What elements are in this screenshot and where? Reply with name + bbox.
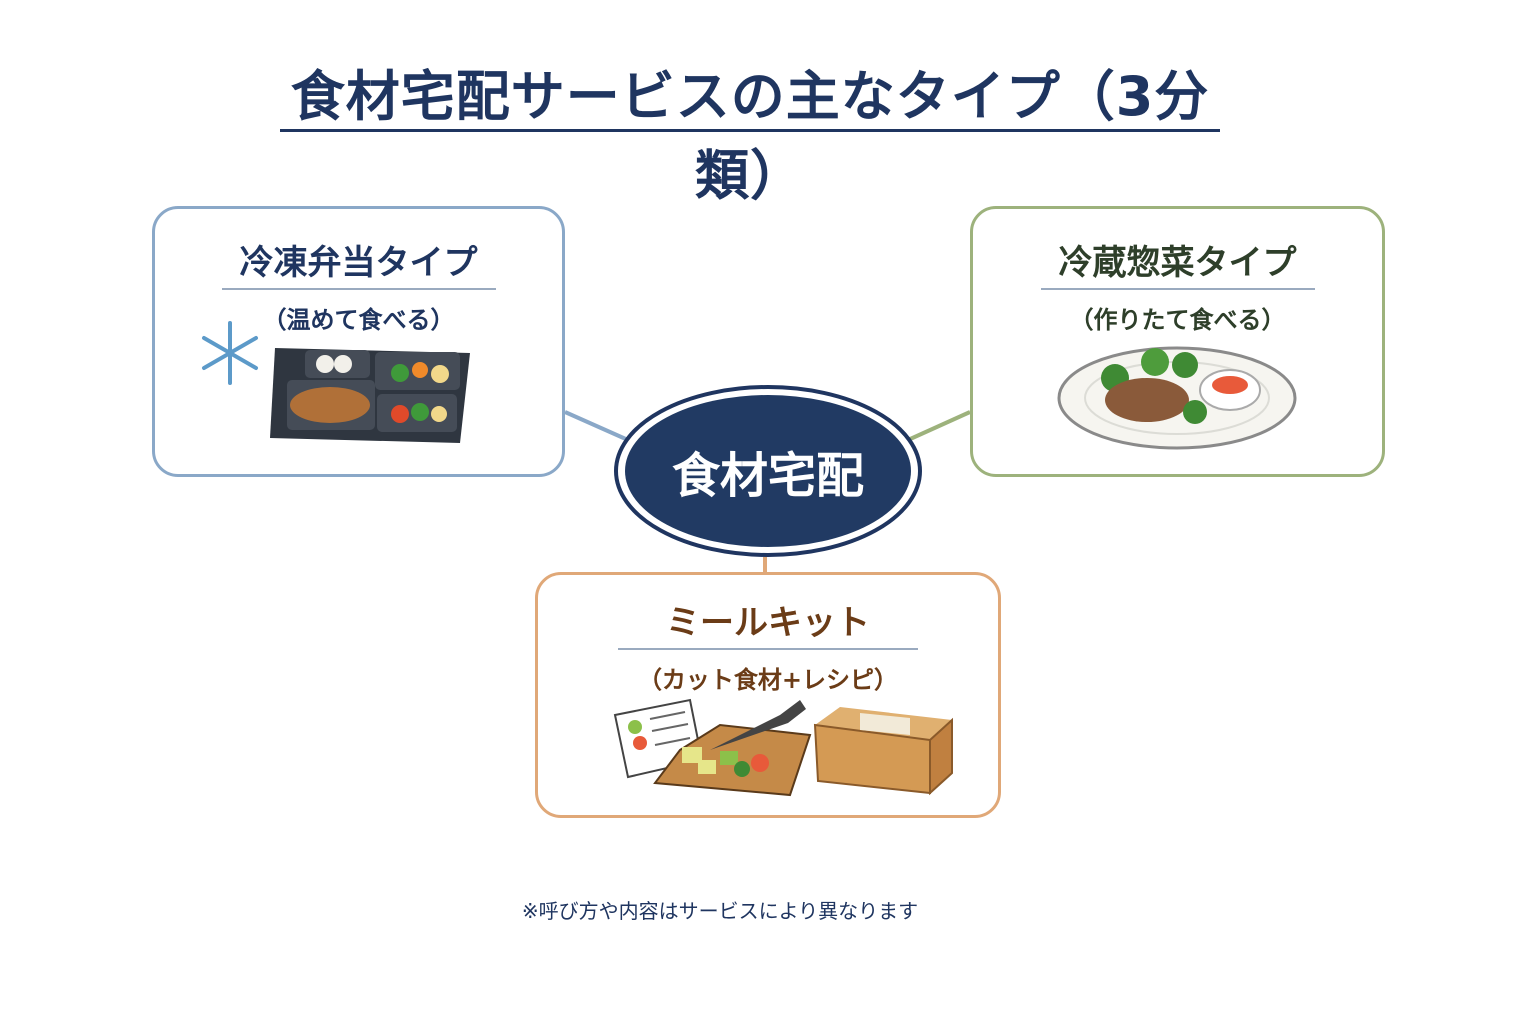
type-name: ミールキット [618,595,918,650]
connector-frozen [564,410,629,442]
title-divider [280,129,1220,132]
type-desc: （カット食材+レシピ） [637,666,899,694]
type-card-frozen-bento: 冷凍弁当タイプ （温めて食べる） [152,206,565,477]
knife-icon [710,700,806,750]
cutting-board-icon [653,723,812,797]
chilled-dish-plate-icon [1057,346,1297,450]
type-card-chilled-dish: 冷蔵惣菜タイプ （作りたて食べる） [970,206,1385,477]
frozen-bento-tray-icon [202,321,470,443]
type-name: 冷凍弁当タイプ [221,235,496,290]
type-desc: （温めて食べる） [262,306,455,334]
connector-chilled [907,410,971,442]
hub-label: 食材宅配 [671,448,864,504]
meal-kit-icon [613,698,953,797]
footnote: ※呼び方や内容はサービスにより異なります [521,899,919,923]
hub-ellipse [614,385,922,557]
delivery-box-icon [813,707,953,796]
page-title: 食材宅配サービスの主なタイプ（3分類） [290,65,1210,207]
type-desc: （作りたて食べる） [1069,306,1286,334]
type-name: 冷蔵惣菜タイプ [1040,235,1315,290]
snowflake-icon [202,321,258,385]
